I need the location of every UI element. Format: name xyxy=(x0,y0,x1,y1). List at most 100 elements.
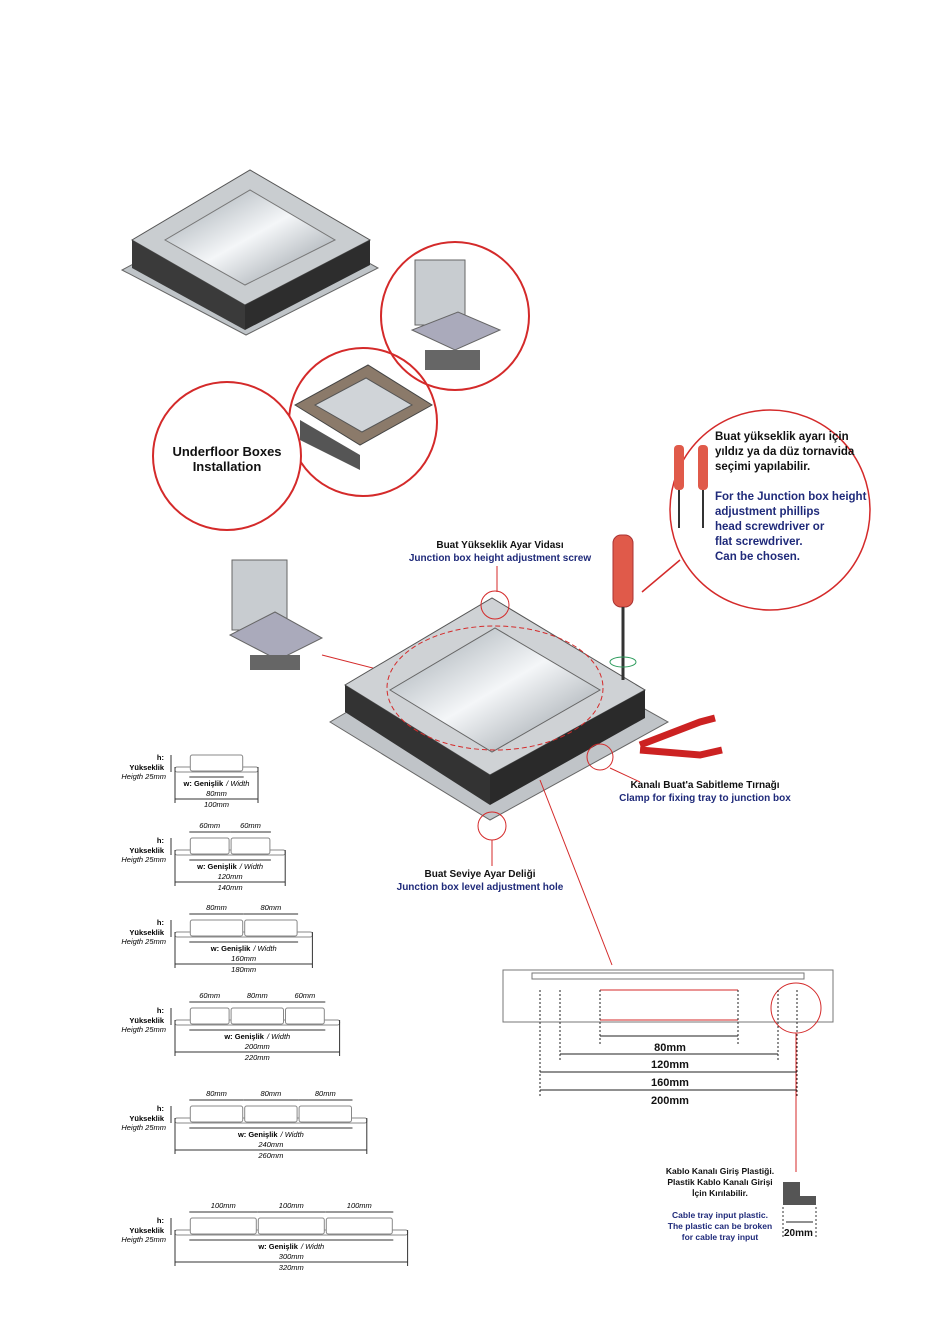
floor-box-closed xyxy=(120,169,380,336)
width-label-tr: w: Genişlik/ Width xyxy=(201,1130,341,1139)
width-label-en: / Width xyxy=(239,862,264,871)
note-tr-1: Buat yükseklik ayarı için xyxy=(715,431,849,443)
profile-section xyxy=(189,919,244,937)
height-label-en: Heigth 25mm xyxy=(121,1123,166,1132)
profile-drawings xyxy=(170,754,409,1266)
profile-section xyxy=(244,1105,298,1123)
height-screw-en: Junction box height adjustment screw xyxy=(408,553,592,564)
section-label: 100mm xyxy=(278,1201,304,1210)
width-label-en: / Width xyxy=(253,944,277,953)
total-value: 180mm xyxy=(231,965,257,974)
level-hole-en: Junction box level adjustment hole xyxy=(396,882,564,893)
profile-260mm xyxy=(170,1099,368,1154)
width-label-tr-text: w: Genişlik xyxy=(210,944,251,953)
height-h-label: h: xyxy=(156,1104,164,1113)
profile-320mm xyxy=(170,1211,409,1266)
note-tr-3: seçimi yapılabilir. xyxy=(715,461,811,473)
level-hole-label: Buat Seviye Ayar Deliği Junction box lev… xyxy=(380,868,580,894)
section-dim-160: 160mm xyxy=(651,1077,689,1089)
profile-section xyxy=(189,1217,257,1235)
title-circle xyxy=(152,381,302,531)
section-dim-120: 120mm xyxy=(651,1059,689,1071)
width-label-tr-text: w: Genişlik xyxy=(183,779,224,788)
note-tr-2: yıldız ya da düz tornavida xyxy=(715,446,855,458)
note-en-4: flat screwdriver. xyxy=(715,536,803,548)
note-en-3: head screwdriver or xyxy=(715,521,825,533)
section-dimension-lines xyxy=(539,990,798,1098)
section-label: 80mm xyxy=(260,903,282,912)
profile-section xyxy=(298,1105,353,1123)
total-value: 100mm xyxy=(203,800,229,809)
section-label: 60mm xyxy=(199,991,221,1000)
profile-section xyxy=(189,837,230,855)
width-label-tr-text: w: Genişlik xyxy=(237,1130,278,1139)
width-value: 120mm xyxy=(217,872,243,881)
width-label-tr-text: w: Genişlik xyxy=(258,1242,298,1251)
total-value: 220mm xyxy=(244,1053,270,1062)
profile-section xyxy=(244,919,298,937)
note-en-2: adjustment phillips xyxy=(715,506,820,518)
width-label-tr-text: w: Genişlik xyxy=(224,1032,264,1041)
section-dim-200: 200mm xyxy=(651,1095,689,1107)
height-label-en: Heigth 25mm xyxy=(121,1025,166,1034)
section-dim-80: 80mm xyxy=(654,1042,686,1054)
profile-100mm xyxy=(170,754,259,803)
height-label-en: Heigth 25mm xyxy=(121,772,166,781)
clamp-en: Clamp for fixing tray to junction box xyxy=(619,793,791,804)
profile-section xyxy=(230,1007,285,1025)
clamp-tr: Kanalı Buat'a Sabitleme Tırnağı xyxy=(630,780,780,791)
height-label-tr: Yükseklik xyxy=(129,763,164,772)
section-label: 100mm xyxy=(210,1201,236,1210)
profile-section xyxy=(325,1217,393,1235)
screwdriver-icons xyxy=(674,445,708,528)
width-label-en: / Width xyxy=(300,1242,325,1251)
height-label-en: Heigth 25mm xyxy=(121,937,166,946)
section-label: 60mm xyxy=(294,991,316,1000)
section-label: 80mm xyxy=(260,1089,282,1098)
cable-tray-dim: 20mm xyxy=(784,1228,813,1239)
profile-section xyxy=(285,1007,325,1025)
height-h-label: h: xyxy=(156,753,164,762)
width-value: 80mm xyxy=(206,789,227,798)
box-frame-detail xyxy=(294,364,433,470)
height-label-tr: Yükseklik xyxy=(129,1114,164,1123)
cable-en-1: Cable tray input plastic. xyxy=(672,1210,768,1220)
screwdriver-note: Buat yükseklik ayarı için yıldız ya da d… xyxy=(715,430,866,565)
height-label-en: Heigth 25mm xyxy=(121,855,166,864)
profile-180mm xyxy=(170,913,313,968)
title-circle-text: Underfloor Boxes Installation xyxy=(160,444,294,474)
cable-tray-note: Kablo Kanalı Giriş Plastiği. Plastik Kab… xyxy=(650,1166,790,1243)
height-label-tr: Yükseklik xyxy=(129,928,164,937)
screwdriver xyxy=(609,534,637,680)
profile-section xyxy=(189,754,244,772)
height-label-tr: Yükseklik xyxy=(129,1226,164,1235)
width-label-tr: w: Genişlik/ Width xyxy=(221,1242,361,1251)
detail-circle-open-lid xyxy=(380,241,530,391)
width-label-en: / Width xyxy=(280,1130,304,1139)
screwdriver-note-circle xyxy=(669,409,871,611)
clamp-label: Kanalı Buat'a Sabitleme Tırnağı Clamp fo… xyxy=(605,779,805,805)
width-value: 300mm xyxy=(278,1252,304,1261)
section-label: 60mm xyxy=(199,821,221,830)
box-open-lid xyxy=(228,559,324,670)
cable-tr-1: Kablo Kanalı Giriş Plastiği. xyxy=(665,1166,775,1176)
note-en-1: For the Junction box height xyxy=(715,491,867,503)
height-h-label: h: xyxy=(156,1006,164,1015)
height-label-tr: Yükseklik xyxy=(129,1016,164,1025)
cable-en-2: The plastic can be broken xyxy=(667,1221,773,1231)
profile-220mm xyxy=(170,1001,341,1056)
box-open-lid-small xyxy=(410,259,502,370)
height-h-label: h: xyxy=(156,836,164,845)
floor-box-main xyxy=(329,590,670,841)
profile-section xyxy=(257,1217,325,1235)
cable-tr-2: Plastik Kablo Kanalı Girişi xyxy=(667,1177,773,1187)
width-label-en: / Width xyxy=(266,1032,291,1041)
title-line-2: Installation xyxy=(192,459,262,474)
section-label: 80mm xyxy=(314,1089,336,1098)
width-label-tr: w: Genişlik/ Width xyxy=(147,779,287,788)
pliers xyxy=(638,714,723,759)
box-section-drawing xyxy=(502,969,834,1172)
profile-140mm xyxy=(170,831,286,886)
